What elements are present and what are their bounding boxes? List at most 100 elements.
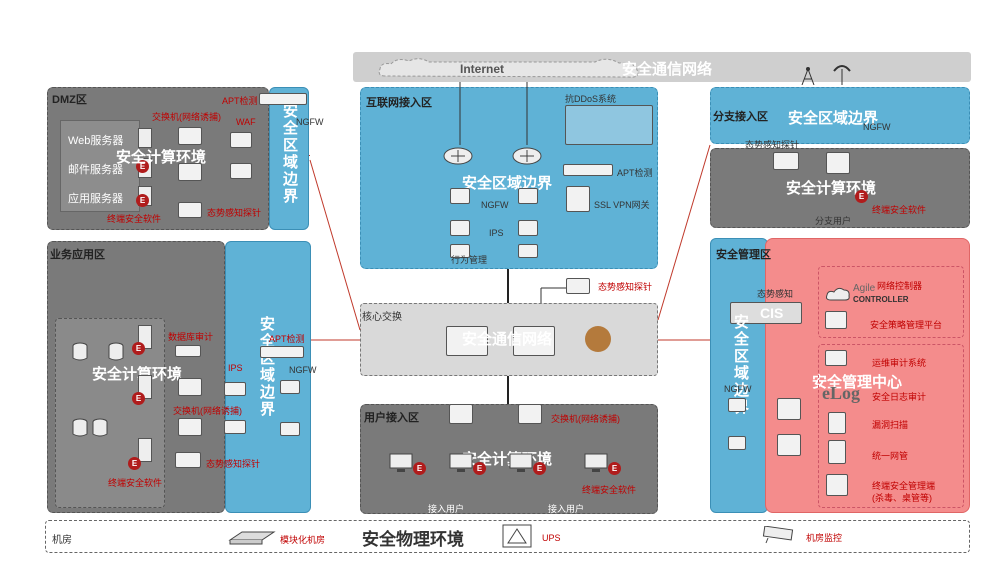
elog-logo: eLog [822, 383, 860, 403]
mgmt-title: 安全管理区 [716, 249, 771, 261]
pc-icon [388, 452, 414, 479]
room-label: 机房 [52, 535, 72, 546]
dmz-app-label: 应用服务器 [68, 193, 123, 205]
branch-title: 分支接入区 [713, 111, 768, 123]
biz-ngfw-2 [280, 422, 300, 436]
modular-label: 模块化机房 [280, 535, 326, 545]
core-network-label: 安全通信网络 [462, 331, 553, 348]
dmz-apt-device [259, 93, 307, 105]
biz-sensor-label: 态势感知探针 [206, 459, 261, 469]
dmz-sensor-device [178, 202, 202, 218]
policy-platform-device [825, 311, 847, 329]
behavior-device-1 [450, 244, 470, 258]
dmz-waf-label: WAF [236, 117, 256, 127]
pc-icon [508, 452, 534, 479]
situation-device [730, 302, 802, 324]
user-label-1: 接入用户 [428, 504, 465, 514]
endpoint-mgmt-label: 终端安全管理端 [872, 481, 936, 491]
pc-icon [583, 452, 609, 479]
biz-boundary-label: 安全区域边界 [258, 316, 275, 418]
endpoint-badge-icon: E [473, 462, 486, 475]
endpoint-badge-icon: E [128, 457, 141, 470]
biz-title: 业务应用区 [50, 249, 105, 261]
biz-ips-2 [224, 420, 246, 434]
biz-apt-label: APT检测 [269, 334, 305, 344]
dmz-sensor-label: 态势感知探针 [207, 208, 262, 218]
endpoint-badge-icon: E [132, 342, 145, 355]
core-switch-1 [446, 326, 488, 356]
biz-ngfw-label: NGFW [289, 365, 317, 375]
biz-apt-device [260, 346, 304, 358]
ops-audit-label: 运维审计系统 [872, 358, 927, 368]
router-icon [512, 145, 542, 172]
branch-ngfw-label: NGFW [863, 122, 891, 132]
ops-audit-device [825, 350, 847, 366]
internet-ips-label: IPS [489, 228, 504, 238]
dmz-boundary-label: 安全区域边界 [281, 103, 298, 205]
dmz-mail-label: 邮件服务器 [68, 164, 123, 176]
dmz-server-rack [60, 120, 140, 212]
endpoint-badge-icon: E [608, 462, 621, 475]
database-icon [108, 342, 124, 367]
branch-switch [826, 152, 850, 174]
dmz-compute-label: 安全计算环境 [116, 149, 207, 166]
user-switch-1 [449, 404, 473, 424]
dmz-waf-1 [230, 132, 252, 148]
user-label-2: 接入用户 [548, 504, 585, 514]
crypto-module-icon [585, 326, 611, 352]
mgmt-ngfw-2 [728, 436, 746, 450]
internet-label: Internet [460, 62, 505, 76]
branch-sensor-device [773, 152, 799, 170]
database-icon [72, 342, 88, 367]
core-sensor-label: 态势感知探针 [598, 282, 653, 292]
controller-logo: CONTROLLER [853, 295, 909, 304]
anti-ddos-device [565, 105, 653, 145]
internet-zone-title: 互联网接入区 [366, 97, 432, 109]
branch-boundary-label: 安全区域边界 [788, 110, 879, 127]
behavior-label: 行为管理 [451, 255, 488, 265]
endpoint-badge-icon: E [855, 190, 868, 203]
secure-network-top: 安全通信网络 [622, 61, 713, 78]
physical-zone [45, 520, 970, 553]
link-dmz-core [309, 155, 310, 156]
dmz-endpoint-label: 终端安全软件 [107, 214, 162, 224]
uni-gw-label: 统一网管 [872, 451, 909, 461]
agile-label: Agile [853, 283, 876, 294]
internet-ips-2 [518, 220, 538, 236]
vpn-gateway-device [566, 186, 590, 212]
endpoint-badge-icon: E [413, 462, 426, 475]
biz-sensor-device [175, 452, 201, 468]
database-icon [72, 418, 88, 443]
camera-icon [760, 525, 800, 549]
log-audit-label: 安全日志审计 [872, 392, 927, 402]
anti-ddos-label: 抗DDoS系统 [565, 94, 617, 104]
internet-apt-device [563, 164, 613, 176]
behavior-device-2 [518, 244, 538, 258]
dmz-server-1 [138, 128, 152, 148]
core-title: 核心交换 [362, 312, 402, 323]
ups-icon [502, 524, 532, 553]
core-sensor-device [566, 278, 590, 294]
branch-compute-label: 安全计算环境 [786, 180, 877, 197]
mgmt-center-label: 安全管理中心 [812, 374, 903, 391]
dmz-web-label: Web服务器 [68, 135, 124, 147]
dmz-ngfw-label: NGFW [296, 117, 324, 127]
biz-ips-label: IPS [228, 363, 243, 373]
physical-title: 安全物理环境 [362, 530, 464, 549]
endpoint-badge-icon: E [136, 194, 149, 207]
user-title: 用户接入区 [364, 412, 419, 424]
modular-room-icon [228, 528, 276, 551]
internet-apt-label: APT检测 [617, 168, 653, 178]
mgmt-switch-2 [777, 434, 801, 456]
dmz-boundary-zone [269, 87, 309, 230]
biz-server-3 [138, 438, 152, 462]
satellite-icon [830, 63, 854, 90]
biz-compute-label: 安全计算环境 [92, 366, 183, 383]
database-icon [92, 418, 108, 443]
vuln-scan-device [828, 412, 846, 434]
branch-users-label: 分支用户 [815, 216, 852, 226]
ups-label: UPS [542, 533, 561, 543]
dmz-apt-label: APT检测 [222, 96, 258, 106]
user-switch-label: 交换机(网络诱捕) [551, 414, 620, 424]
mgmt-center-zone [765, 238, 970, 513]
